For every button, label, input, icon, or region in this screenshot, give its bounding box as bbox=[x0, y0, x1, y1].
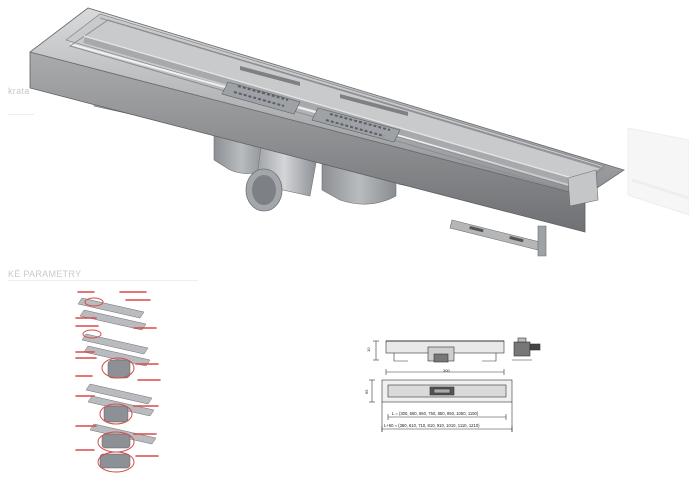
drain-opening-right bbox=[311, 107, 401, 143]
dimension-300: 300 bbox=[443, 368, 450, 373]
technical-drawing: 10 65 bbox=[364, 330, 554, 438]
faded-label-parametry: KÉ PARAMETRY bbox=[8, 269, 82, 279]
faded-label-krata: krata bbox=[8, 86, 30, 96]
drain-opening-left bbox=[221, 81, 301, 115]
divider bbox=[8, 114, 34, 115]
faded-product-thumbnail bbox=[627, 127, 689, 216]
svg-text:10: 10 bbox=[366, 347, 371, 352]
divider bbox=[8, 280, 198, 281]
dimension-l60-formula: L+60 = (360, 610, 710, 810, 910, 1010, 1… bbox=[384, 423, 480, 428]
exploded-parts-diagram bbox=[74, 286, 164, 476]
product-drain-image bbox=[29, 7, 625, 257]
svg-text:65: 65 bbox=[364, 389, 369, 394]
mounting-bracket-right bbox=[449, 219, 547, 257]
dimension-l-formula: L = (300, 550, 650, 750, 850, 950, 1050,… bbox=[392, 411, 479, 416]
